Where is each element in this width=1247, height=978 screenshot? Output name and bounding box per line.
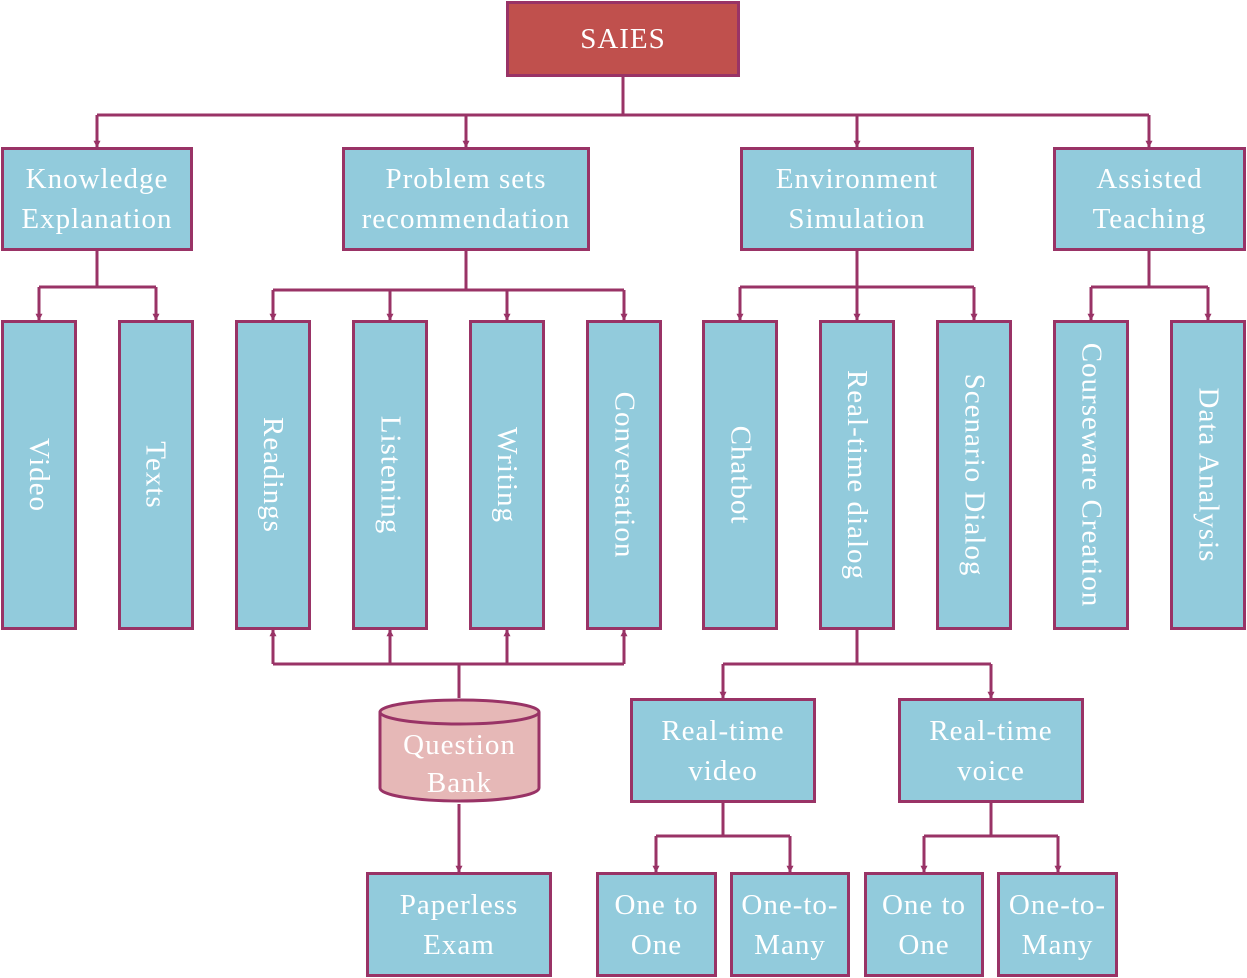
leaf-label: Conversation bbox=[608, 391, 640, 559]
question-bank-label: Question Bank bbox=[403, 729, 516, 799]
leaf-label: Real-time dialog bbox=[841, 369, 873, 581]
leaf-label: Texts bbox=[140, 441, 172, 509]
category-label: Assisted Teaching bbox=[1092, 163, 1207, 235]
branch-label: Real-time video bbox=[661, 714, 785, 787]
root-label: SAIES bbox=[580, 23, 666, 55]
category-environment-simulation: Environment Simulation bbox=[740, 147, 974, 251]
branch-label: Real-time voice bbox=[929, 714, 1053, 787]
database-icon bbox=[378, 698, 541, 803]
leaf-label: Video bbox=[23, 437, 56, 513]
category-label: Environment Simulation bbox=[775, 163, 939, 235]
leaf-writing: Writing bbox=[469, 320, 545, 630]
voice-one-to-many: One-to- Many bbox=[997, 872, 1118, 977]
leaf-courseware-creation: Courseware Creation bbox=[1053, 320, 1129, 630]
video-one-to-one: One to One bbox=[596, 872, 717, 977]
category-label: Problem sets recommendation bbox=[361, 163, 571, 235]
category-label: Knowledge Explanation bbox=[21, 163, 173, 235]
leaf-chatbot: Chatbot bbox=[702, 320, 778, 630]
category-knowledge-explanation: Knowledge Explanation bbox=[1, 147, 193, 251]
leaf-label: Courseware Creation bbox=[1075, 342, 1108, 608]
leaf-texts: Texts bbox=[118, 320, 194, 630]
paperless-exam-label: Paperless Exam bbox=[399, 888, 519, 961]
leaf-scenario-dialog: Scenario Dialog bbox=[936, 320, 1012, 630]
leaf-listening: Listening bbox=[352, 320, 428, 630]
leaf-label: Scenario Dialog bbox=[958, 373, 991, 577]
leaf-data-analysis: Data Analysis bbox=[1170, 320, 1246, 630]
leaf-label: Readings bbox=[257, 417, 289, 533]
leaf-conversation: Conversation bbox=[586, 320, 662, 630]
question-bank-database: Question Bank bbox=[378, 698, 541, 804]
leaf-video: Video bbox=[1, 320, 77, 630]
category-assisted-teaching: Assisted Teaching bbox=[1053, 147, 1246, 251]
sub-leaf-label: One to One bbox=[881, 888, 967, 961]
sub-leaf-label: One-to- Many bbox=[741, 888, 839, 961]
sub-leaf-label: One to One bbox=[614, 888, 699, 961]
category-problem-sets: Problem sets recommendation bbox=[342, 147, 590, 251]
root-node-saies: SAIES bbox=[506, 1, 740, 77]
leaf-label: Listening bbox=[374, 415, 407, 535]
leaf-readings: Readings bbox=[235, 320, 311, 630]
video-one-to-many: One-to- Many bbox=[730, 872, 850, 977]
leaf-label: Chatbot bbox=[724, 425, 756, 525]
voice-one-to-one: One to One bbox=[864, 872, 984, 977]
leaf-label: Data Analysis bbox=[1192, 387, 1224, 563]
leaf-real-time-dialog: Real-time dialog bbox=[819, 320, 895, 630]
real-time-voice: Real-time voice bbox=[898, 698, 1084, 803]
real-time-video: Real-time video bbox=[630, 698, 816, 803]
sub-leaf-label: One-to- Many bbox=[1008, 888, 1107, 961]
leaf-label: Writing bbox=[491, 426, 524, 524]
paperless-exam: Paperless Exam bbox=[366, 872, 552, 977]
